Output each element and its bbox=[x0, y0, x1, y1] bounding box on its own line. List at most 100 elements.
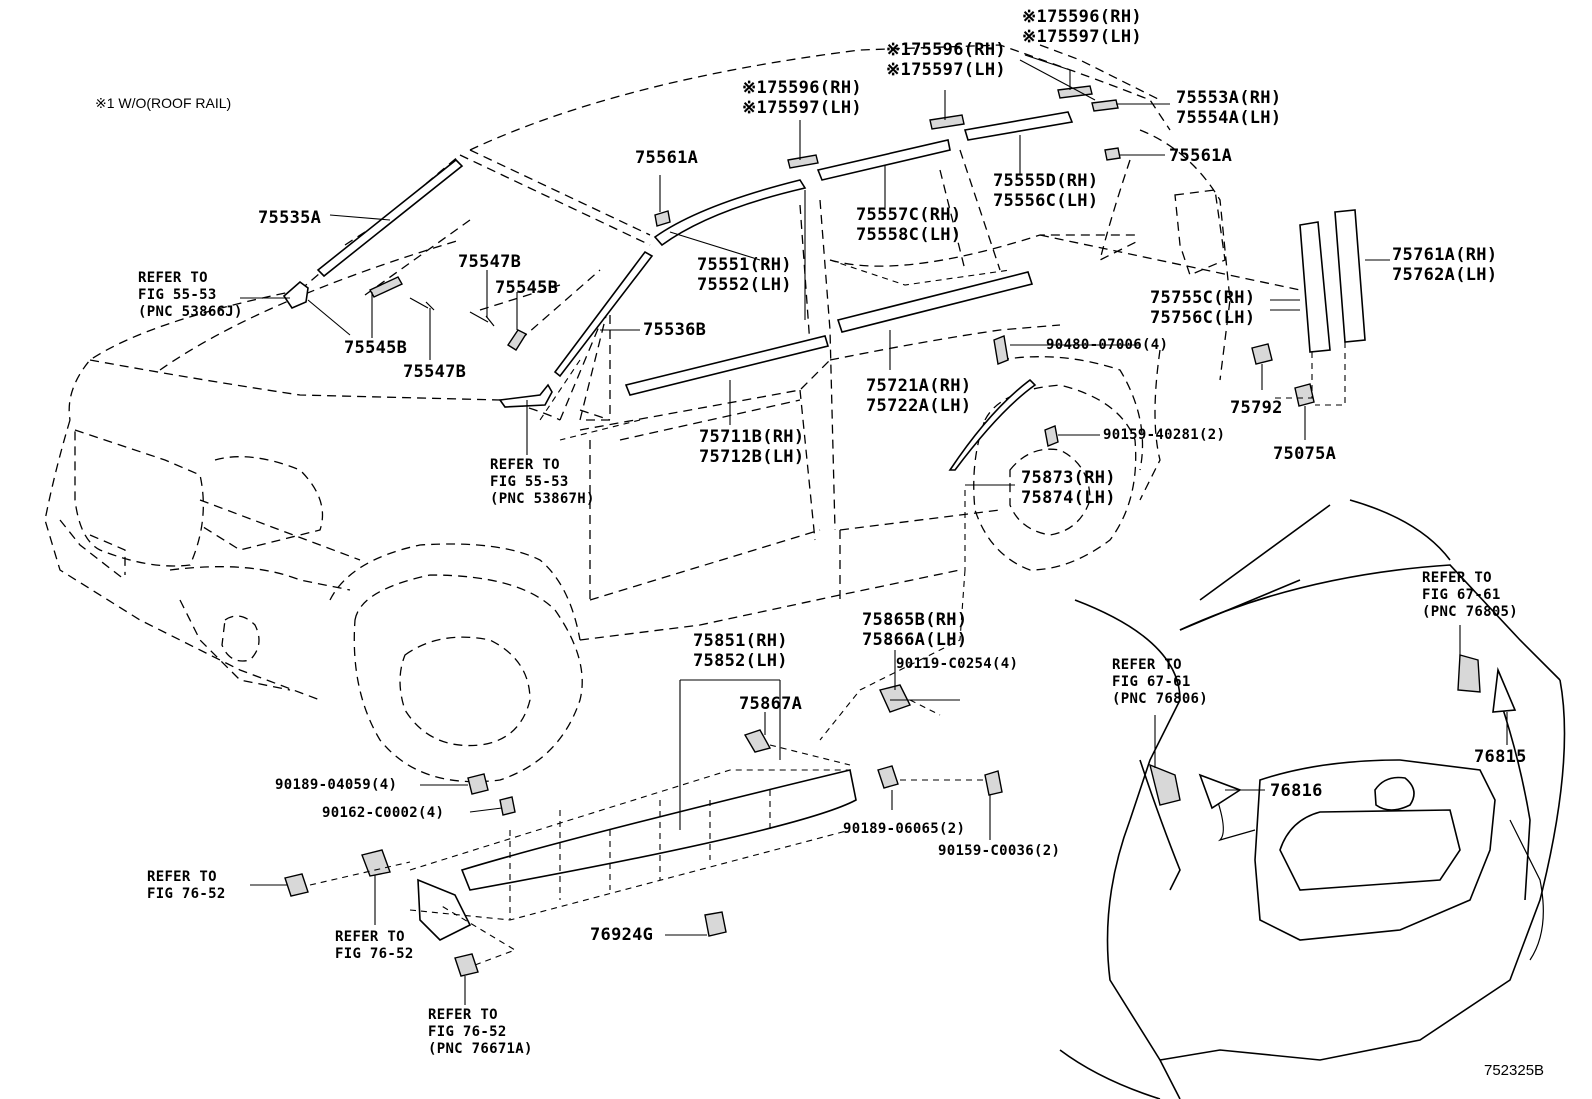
pillar-garnish-parts bbox=[1251, 209, 1366, 407]
part-number-line: 75722A(LH) bbox=[866, 396, 972, 416]
part-number-line: 90189-06065(2) bbox=[843, 821, 966, 837]
part-number-line: 90162-C0002(4) bbox=[322, 805, 445, 821]
part-number-line: 75792 bbox=[1230, 398, 1283, 418]
part-number-line: 75761A(RH) bbox=[1392, 245, 1498, 265]
part-number-line: ※175596(RH) bbox=[742, 78, 862, 98]
reference-line: REFER TO bbox=[1112, 657, 1182, 673]
part-number-line: 75867A bbox=[739, 694, 803, 714]
part-number-line: 90159-C0036(2) bbox=[938, 843, 1061, 859]
part-number-line: ※175597(LH) bbox=[742, 98, 862, 118]
part-number-line: ※175596(RH) bbox=[886, 40, 1006, 60]
part-number-line: 75851(RH) bbox=[693, 631, 788, 651]
part-number-line: 90480-07006(4) bbox=[1046, 337, 1169, 353]
part-label-75547B-bottom: 75547B bbox=[403, 362, 466, 382]
part-label-75561A-left: 75561A bbox=[635, 148, 698, 168]
reference-line: REFER TO bbox=[335, 929, 405, 945]
reference-line: (PNC 76805) bbox=[1422, 604, 1519, 620]
part-label-75851: 75851(RH) 75852(LH) bbox=[693, 631, 788, 671]
part-number-line: 75553A(RH) bbox=[1176, 88, 1282, 108]
part-number-line: 75712B(LH) bbox=[699, 447, 805, 467]
part-number-line: 75557C(RH) bbox=[856, 205, 962, 225]
part-number-line: 90159-40281(2) bbox=[1103, 427, 1226, 443]
part-label-75721A: 75721A(RH) 75722A(LH) bbox=[866, 376, 971, 416]
part-label-76924G: 76924G bbox=[590, 925, 653, 945]
part-label-90159-40281: 90159-40281(2) bbox=[1103, 427, 1225, 444]
reference-label-fig-76-52-a: REFER TO FIG 76-52 bbox=[147, 869, 226, 903]
reference-line: REFER TO bbox=[428, 1007, 498, 1023]
reference-label-fig-67-61-left: REFER TO FIG 67-61 (PNC 76806) bbox=[1112, 657, 1208, 708]
part-label-90162: 90162-C0002(4) bbox=[322, 805, 444, 822]
part-number-line: 75558C(LH) bbox=[856, 225, 962, 245]
part-label-75761A: 75761A(RH) 75762A(LH) bbox=[1392, 245, 1497, 285]
part-label-75551: 75551(RH) 75552(LH) bbox=[697, 255, 792, 295]
part-number-line: 90189-04059(4) bbox=[275, 777, 398, 793]
part-label-90119: 90119-C0254(4) bbox=[896, 656, 1018, 673]
part-number-line: 75561A bbox=[635, 148, 699, 168]
part-number-line: ※175596(RH) bbox=[1022, 7, 1142, 27]
part-number-line: 75547B bbox=[458, 252, 522, 272]
leader-lines bbox=[240, 54, 1508, 1005]
reference-line: FIG 55-53 bbox=[490, 474, 569, 490]
part-number-line: 75756C(LH) bbox=[1150, 308, 1256, 328]
part-label-76815: 76815 bbox=[1474, 747, 1527, 767]
part-label-75867A: 75867A bbox=[739, 694, 802, 714]
rear-vehicle-inset bbox=[1059, 499, 1566, 1099]
part-number-line: 75536B bbox=[643, 320, 707, 340]
footnote-roof-rail: ※1 W/O(ROOF RAIL) bbox=[95, 95, 232, 111]
part-label-75596-top: ※175596(RH) ※175597(LH) bbox=[1022, 7, 1142, 47]
reference-line: (PNC 76806) bbox=[1112, 691, 1209, 707]
part-number-line: 75755C(RH) bbox=[1150, 288, 1256, 308]
part-number-line: 75866A(LH) bbox=[862, 630, 968, 650]
roof-molding-parts bbox=[653, 85, 1121, 247]
part-number-line: 75762A(LH) bbox=[1392, 265, 1498, 285]
part-number-line: 75873(RH) bbox=[1021, 468, 1116, 488]
reference-label-fig-76-52-b: REFER TO FIG 76-52 bbox=[335, 929, 414, 963]
reference-line: REFER TO bbox=[147, 869, 217, 885]
reference-line: FIG 67-61 bbox=[1422, 587, 1501, 603]
reference-line: FIG 55-53 bbox=[138, 287, 217, 303]
part-label-75555D: 75555D(RH) 75556C(LH) bbox=[993, 171, 1098, 211]
part-label-75557C: 75557C(RH) 75558C(LH) bbox=[856, 205, 961, 245]
part-number-line: 75535A bbox=[258, 208, 322, 228]
part-number-line: 75721A(RH) bbox=[866, 376, 972, 396]
reference-line: REFER TO bbox=[1422, 570, 1492, 586]
part-label-75545B-top: 75545B bbox=[495, 278, 558, 298]
part-label-75755C: 75755C(RH) 75756C(LH) bbox=[1150, 288, 1255, 328]
reference-line: (PNC 76671A) bbox=[428, 1041, 533, 1057]
part-number-line: 75545B bbox=[495, 278, 559, 298]
part-label-75545B-bottom: 75545B bbox=[344, 338, 407, 358]
reference-label-fig-76-52-c: REFER TO FIG 76-52 (PNC 76671A) bbox=[428, 1007, 533, 1058]
reference-line: FIG 76-52 bbox=[147, 886, 226, 902]
part-number-line: 75545B bbox=[344, 338, 408, 358]
part-number-line: 75711B(RH) bbox=[699, 427, 805, 447]
part-label-75561A-right: 75561A bbox=[1169, 146, 1232, 166]
part-label-76816: 76816 bbox=[1270, 781, 1323, 801]
part-number-line: 75075A bbox=[1273, 444, 1337, 464]
part-label-75536B: 75536B bbox=[643, 320, 706, 340]
reference-label-fig-55-53-a: REFER TO FIG 55-53 (PNC 53866J) bbox=[138, 270, 243, 321]
part-label-75711B: 75711B(RH) 75712B(LH) bbox=[699, 427, 804, 467]
part-label-75535A: 75535A bbox=[258, 208, 321, 228]
part-number-line: 75547B bbox=[403, 362, 467, 382]
diagram-code: 752325B bbox=[1484, 1062, 1545, 1079]
reference-line: (PNC 53867H) bbox=[490, 491, 595, 507]
part-label-90189-06065: 90189-06065(2) bbox=[843, 821, 965, 838]
reference-line: FIG 76-52 bbox=[428, 1024, 507, 1040]
part-label-75075A: 75075A bbox=[1273, 444, 1336, 464]
part-label-75547B-top: 75547B bbox=[458, 252, 521, 272]
part-number-line: 75551(RH) bbox=[697, 255, 792, 275]
reference-label-fig-67-61-right: REFER TO FIG 67-61 (PNC 76805) bbox=[1422, 570, 1518, 621]
part-number-line: 75556C(LH) bbox=[993, 191, 1099, 211]
part-number-line: 75852(LH) bbox=[693, 651, 788, 671]
reference-line: FIG 76-52 bbox=[335, 946, 414, 962]
part-number-line: 75552(LH) bbox=[697, 275, 792, 295]
door-belt-molding-parts bbox=[624, 271, 1059, 471]
part-number-line: 76815 bbox=[1474, 747, 1527, 767]
part-label-90480: 90480-07006(4) bbox=[1046, 337, 1168, 354]
part-label-75865B: 75865B(RH) 75866A(LH) bbox=[862, 610, 967, 650]
part-number-line: ※175597(LH) bbox=[1022, 27, 1142, 47]
reference-line: (PNC 53866J) bbox=[138, 304, 243, 320]
reference-label-fig-55-53-b: REFER TO FIG 55-53 (PNC 53867H) bbox=[490, 457, 595, 508]
part-label-75596-mid: ※175596(RH) ※175597(LH) bbox=[886, 40, 1006, 80]
